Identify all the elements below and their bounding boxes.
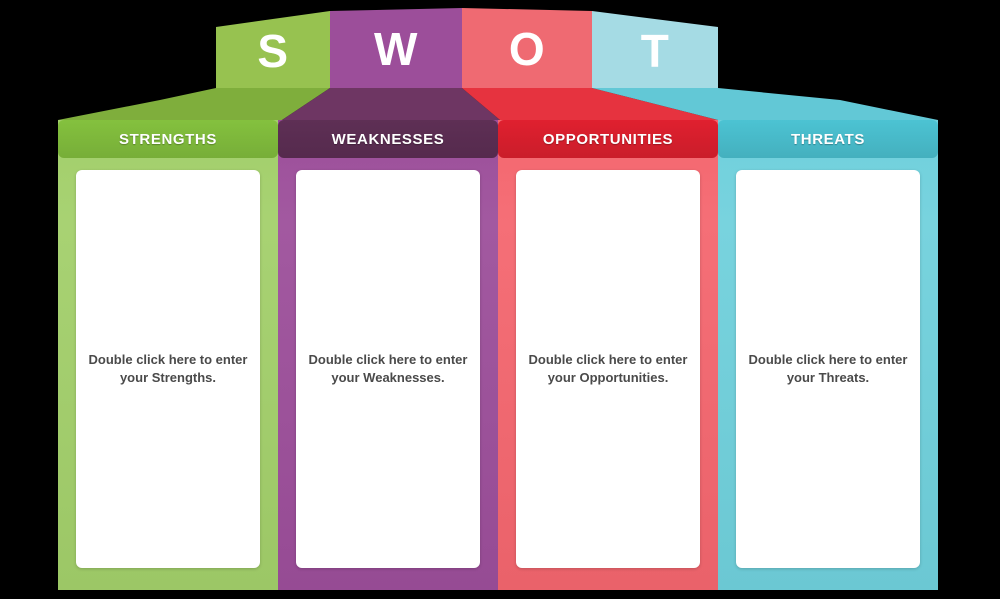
swot-quadrant-row: STRENGTHS Double click here to enter you… bbox=[58, 120, 938, 590]
quadrant-placeholder-strengths: Double click here to enter your Strength… bbox=[88, 352, 248, 385]
quadrant-placeholder-weaknesses: Double click here to enter your Weakness… bbox=[308, 352, 468, 385]
banner-letter-w: W bbox=[374, 23, 418, 75]
banner-letter-o: O bbox=[508, 23, 546, 75]
quadrant-header-label-threats: THREATS bbox=[791, 130, 865, 148]
quadrant-header-weaknesses: WEAKNESSES bbox=[278, 120, 498, 158]
quadrant-placeholder-opportunities: Double click here to enter your Opportun… bbox=[528, 352, 688, 385]
quadrant-header-label-weaknesses: WEAKNESSES bbox=[331, 130, 445, 148]
swot-quadrant-weaknesses: WEAKNESSES Double click here to enter yo… bbox=[278, 120, 498, 590]
banner-block-opportunities bbox=[462, 8, 592, 88]
quadrant-header-label-opportunities: OPPORTUNITIES bbox=[542, 130, 674, 148]
banner-letter-s: S bbox=[257, 25, 289, 77]
banner-block-weaknesses bbox=[330, 8, 462, 88]
ribbon-fold-opportunities bbox=[462, 88, 718, 120]
quadrant-placeholder-threats: Double click here to enter your Threats. bbox=[748, 352, 908, 385]
quadrant-header-threats: THREATS bbox=[718, 120, 938, 158]
quadrant-header-strengths: STRENGTHS bbox=[58, 120, 278, 158]
quadrant-card-strengths[interactable]: Double click here to enter your Strength… bbox=[76, 170, 260, 568]
quadrant-card-opportunities[interactable]: Double click here to enter your Opportun… bbox=[516, 170, 700, 568]
quadrant-card-threats[interactable]: Double click here to enter your Threats. bbox=[736, 170, 920, 568]
quadrant-card-weaknesses[interactable]: Double click here to enter your Weakness… bbox=[296, 170, 480, 568]
ribbon-fold-threats bbox=[592, 88, 938, 120]
ribbon-fold-weaknesses bbox=[282, 88, 500, 120]
swot-quadrant-strengths: STRENGTHS Double click here to enter you… bbox=[58, 120, 278, 590]
swot-quadrant-opportunities: OPPORTUNITIES Double click here to enter… bbox=[498, 120, 718, 590]
banner-letter-t: T bbox=[640, 25, 670, 77]
quadrant-header-opportunities: OPPORTUNITIES bbox=[498, 120, 718, 158]
banner-block-threats bbox=[592, 11, 718, 88]
quadrant-header-label-strengths: STRENGTHS bbox=[119, 130, 217, 148]
banner-block-strengths bbox=[216, 11, 330, 88]
swot-quadrant-threats: THREATS Double click here to enter your … bbox=[718, 120, 938, 590]
ribbon-fold-strengths bbox=[58, 88, 330, 120]
